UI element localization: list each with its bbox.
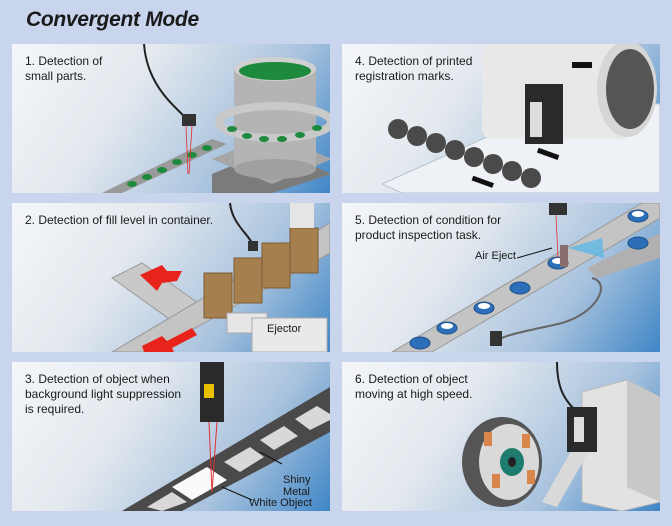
fill-level-illustration bbox=[111, 203, 330, 352]
white-object-label: White Object bbox=[249, 497, 312, 509]
registration-marks-illustration bbox=[380, 44, 660, 193]
panel-registration-marks: 4. Detection of printed registration mar… bbox=[342, 44, 660, 193]
high-speed-illustration bbox=[462, 362, 660, 511]
panel-product-inspection: 5. Detection of condition for product in… bbox=[342, 203, 660, 352]
page-title: Convergent Mode bbox=[26, 8, 199, 31]
panel-caption: 5. Detection of condition for product in… bbox=[355, 213, 502, 242]
product-inspection-illustration bbox=[391, 203, 660, 352]
small-parts-illustration bbox=[102, 44, 330, 193]
panel-caption: 1. Detection of small parts. bbox=[25, 54, 103, 83]
panel-caption: 6. Detection of object moving at high sp… bbox=[355, 372, 473, 401]
air-eject-label: Air Eject bbox=[475, 250, 516, 262]
panel-high-speed: 6. Detection of object moving at high sp… bbox=[342, 362, 660, 511]
panel-small-parts: 1. Detection of small parts. bbox=[12, 44, 330, 193]
panel-caption: 3. Detection of object when background l… bbox=[25, 372, 182, 416]
ejector-label: Ejector bbox=[267, 323, 302, 335]
panel-caption: 4. Detection of printed registration mar… bbox=[355, 54, 473, 83]
panel-fill-level: 2. Detection of fill level in container.… bbox=[12, 203, 330, 352]
background-suppression-illustration bbox=[122, 362, 330, 511]
panel-background-suppression: 3. Detection of object when background l… bbox=[12, 362, 330, 511]
shiny-metal-label: Shiny Metal bbox=[283, 474, 311, 498]
panel-caption: 2. Detection of fill level in container. bbox=[25, 213, 214, 227]
